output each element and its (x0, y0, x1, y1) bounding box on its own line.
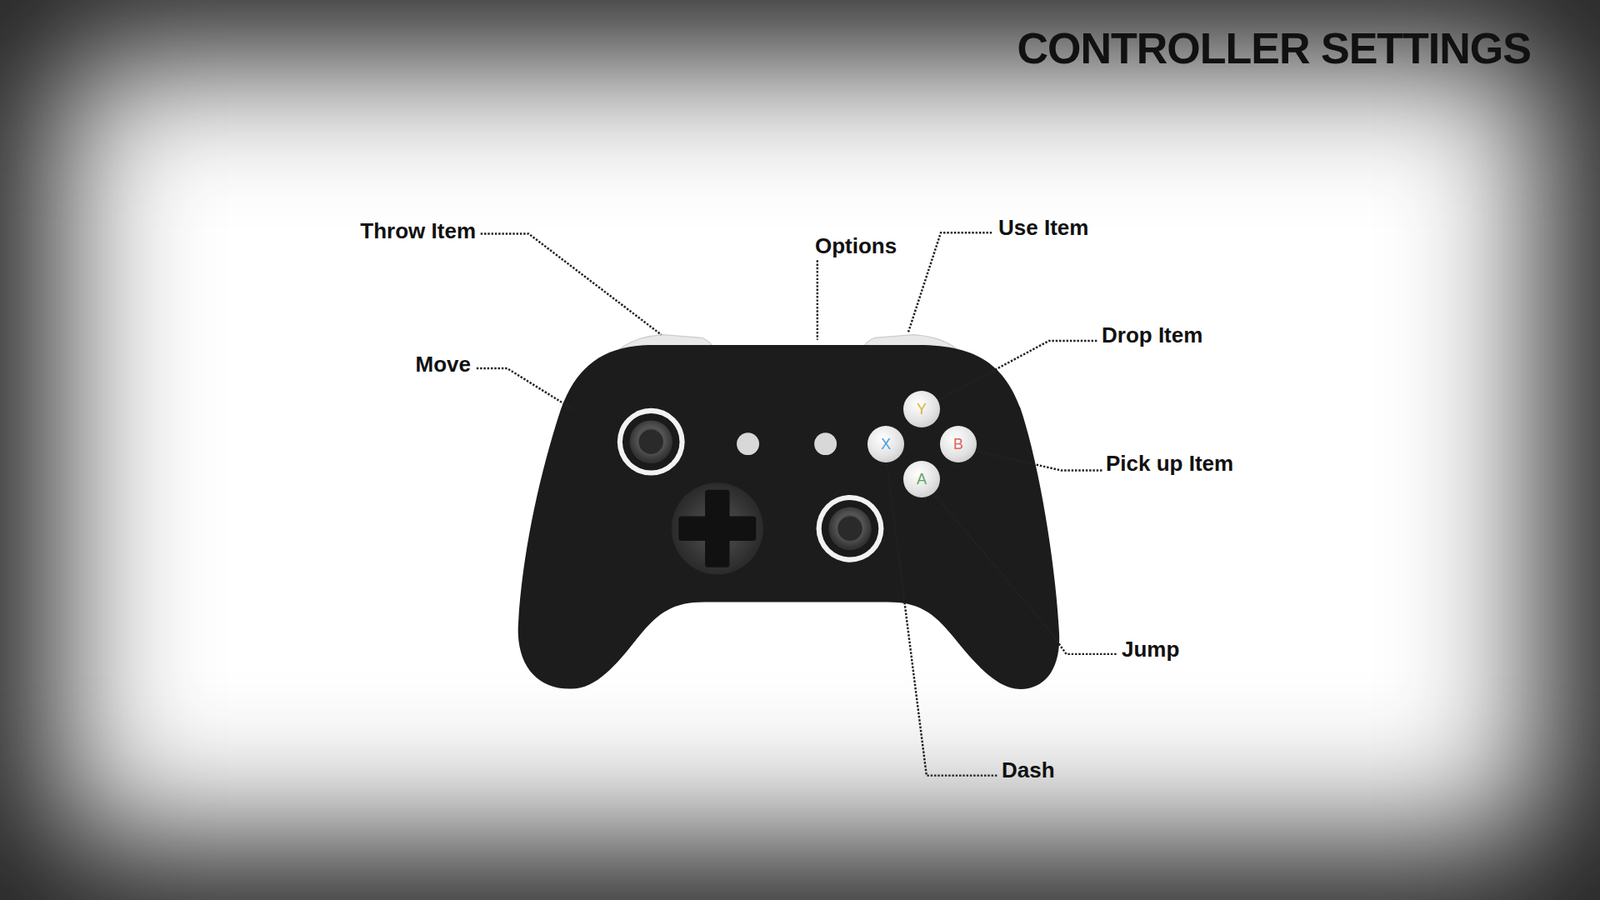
button-letter: A (916, 470, 927, 489)
control-label: Jump (1121, 635, 1180, 663)
screen-title: CONTROLLER SETTINGS (1016, 23, 1531, 74)
control-label: Throw Item (360, 217, 476, 245)
face-button: A (903, 460, 940, 498)
face-button: Y (903, 390, 940, 428)
face-button: X (867, 425, 905, 463)
face-button: B (940, 425, 977, 463)
control-label: Pick up Item (1105, 450, 1234, 477)
button-letter: B (953, 435, 964, 454)
control-label: Use Item (998, 214, 1089, 241)
button-letter: X (880, 435, 891, 454)
control-label: Dash (1001, 756, 1055, 784)
control-label: Move (415, 350, 471, 378)
control-label: Drop Item (1101, 321, 1203, 349)
button-letter: Y (916, 400, 927, 419)
control-label: Options (815, 232, 897, 260)
